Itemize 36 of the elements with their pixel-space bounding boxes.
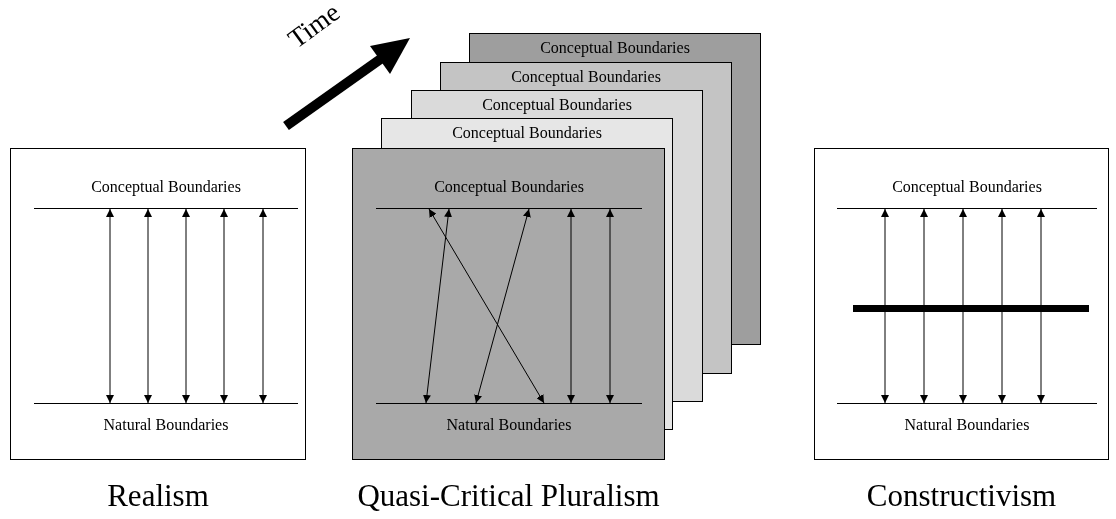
boundary-label: Natural Boundaries xyxy=(103,415,229,435)
double-arrow xyxy=(1037,208,1045,404)
stacked-panel xyxy=(411,90,703,118)
double-arrow xyxy=(422,208,453,404)
boundary-label: Conceptual Boundaries xyxy=(452,123,602,143)
double-arrow xyxy=(259,208,267,404)
boundary-label: Natural Boundaries xyxy=(904,415,1030,435)
stacked-panel xyxy=(381,118,673,148)
diagram-panel xyxy=(10,148,306,460)
double-arrow xyxy=(474,208,531,404)
double-arrow xyxy=(920,208,928,404)
double-arrow xyxy=(428,208,545,404)
diagram-panel xyxy=(352,148,665,460)
double-arrow xyxy=(998,208,1006,404)
diagram-caption: Constructivism xyxy=(866,478,1057,514)
stacked-panel xyxy=(440,62,732,90)
diagram-caption: Realism xyxy=(107,478,209,514)
boundary-label: Conceptual Boundaries xyxy=(540,38,690,58)
double-arrow xyxy=(106,208,114,404)
double-arrow xyxy=(144,208,152,404)
double-arrow xyxy=(606,208,614,404)
time-label: Time xyxy=(282,0,346,54)
boundary-label: Natural Boundaries xyxy=(446,415,572,435)
boundary-label: Conceptual Boundaries xyxy=(511,67,661,87)
boundary-label: Conceptual Boundaries xyxy=(482,95,632,115)
boundary-label: Conceptual Boundaries xyxy=(434,177,584,197)
double-arrow xyxy=(220,208,228,404)
double-arrow xyxy=(567,208,575,404)
diagram-panel xyxy=(814,148,1109,460)
stacked-panel xyxy=(469,33,761,62)
diagram-caption: Quasi-Critical Pluralism xyxy=(357,478,660,514)
boundary-label: Conceptual Boundaries xyxy=(892,177,1042,197)
boundary-label: Conceptual Boundaries xyxy=(91,177,241,197)
double-arrow xyxy=(959,208,967,404)
double-arrow xyxy=(881,208,889,404)
double-arrow xyxy=(182,208,190,404)
